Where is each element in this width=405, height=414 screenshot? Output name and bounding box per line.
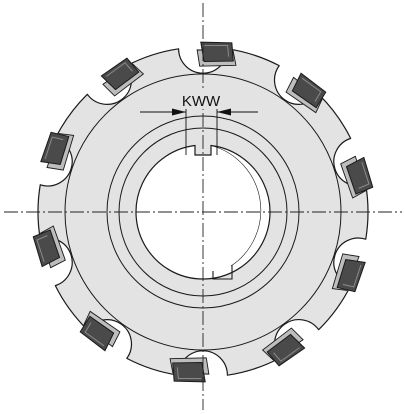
insert-5 (261, 327, 306, 367)
insert-highlight (342, 264, 362, 288)
insert-icon (200, 41, 234, 63)
insert-icon (291, 72, 327, 109)
insert-highlight (36, 235, 48, 263)
insert-6 (169, 357, 210, 383)
insert-icon (100, 57, 140, 91)
inserts-group (32, 41, 374, 383)
insert-3 (340, 155, 374, 199)
insert-10 (100, 57, 145, 97)
insert-highlight (84, 322, 105, 347)
insert-highlight (301, 77, 322, 102)
dimension-arrow-right-icon (217, 108, 231, 116)
insert-icon (79, 315, 115, 352)
kww-label-bg (178, 91, 224, 109)
bore-outline (210, 145, 262, 267)
insert-icon (336, 259, 366, 293)
dimension-arrow-left-icon (172, 108, 186, 116)
insert-highlight (106, 62, 133, 77)
insert-highlight (44, 136, 64, 160)
insert-highlight (358, 161, 370, 189)
insert-8 (32, 225, 66, 269)
insert-highlight (273, 347, 300, 362)
insert-icon (40, 131, 70, 165)
lower-keyway (212, 265, 233, 280)
insert-highlight (176, 367, 202, 379)
insert-1 (196, 41, 237, 67)
insert-icon (172, 361, 206, 383)
insert-icon (266, 333, 306, 367)
kww-label: KWW (182, 93, 221, 110)
insert-4 (331, 253, 366, 293)
insert-7 (79, 310, 121, 352)
insert-9 (40, 131, 75, 171)
insert-2 (285, 72, 327, 114)
insert-highlight (204, 45, 230, 57)
